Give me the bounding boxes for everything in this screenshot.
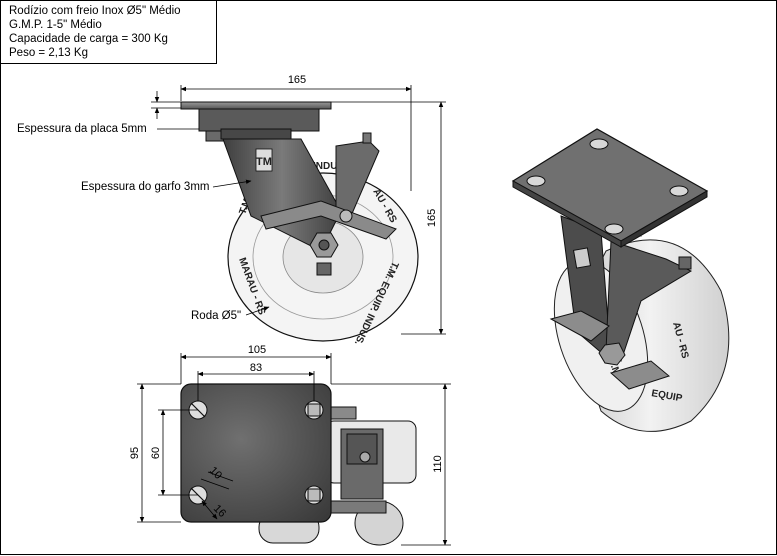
svg-text:EQUIP: EQUIP bbox=[650, 388, 683, 404]
isometric-view: T.M EQUIP AU - RS bbox=[511, 128, 730, 432]
title-line-1: Rodízio com freio Inox Ø5" Médio bbox=[9, 5, 181, 17]
wheel-text-1: INDUS bbox=[313, 161, 344, 172]
title-block: Rodízio com freio Inox Ø5" Médio G.M.P. … bbox=[1, 1, 217, 64]
svg-text:TM: TM bbox=[256, 156, 272, 168]
dim-side-height: 165 bbox=[426, 209, 438, 227]
dim-plate-width: 105 bbox=[248, 344, 266, 356]
dim-hole-spacing-x: 83 bbox=[250, 362, 262, 374]
brake-pedal-iso bbox=[549, 310, 610, 342]
callout-fork-thickness: Espessura do garfo 3mm bbox=[81, 181, 209, 193]
callout-plate-thickness: Espessura da placa 5mm bbox=[17, 123, 147, 135]
dim-total-depth: 110 bbox=[432, 455, 444, 473]
title-line-2: G.M.P. 1-5" Médio bbox=[9, 19, 102, 31]
side-view: 165 165 INDUS AU - RS T.M. EQUIP. INDUS.… bbox=[17, 74, 446, 347]
dim-plate-depth: 95 bbox=[129, 447, 141, 459]
dim-hole-spacing-y: 60 bbox=[150, 447, 162, 459]
dim-side-width: 165 bbox=[288, 74, 306, 86]
brake-pedal bbox=[260, 200, 397, 240]
mounting-plate-top bbox=[180, 383, 332, 523]
callout-wheel: Roda Ø5" bbox=[191, 310, 241, 322]
mounting-plate-side bbox=[180, 101, 332, 110]
title-line-4: Peso = 2,13 Kg bbox=[9, 47, 88, 59]
fork-side bbox=[222, 138, 342, 252]
slot-bottom-right bbox=[304, 485, 324, 505]
logo-plate bbox=[255, 148, 273, 172]
title-line-3: Capacidade de carga = 300 Kg bbox=[9, 33, 168, 45]
slot-top-right bbox=[304, 400, 324, 420]
top-view: 105 83 95 60 10 16 bbox=[129, 344, 451, 546]
